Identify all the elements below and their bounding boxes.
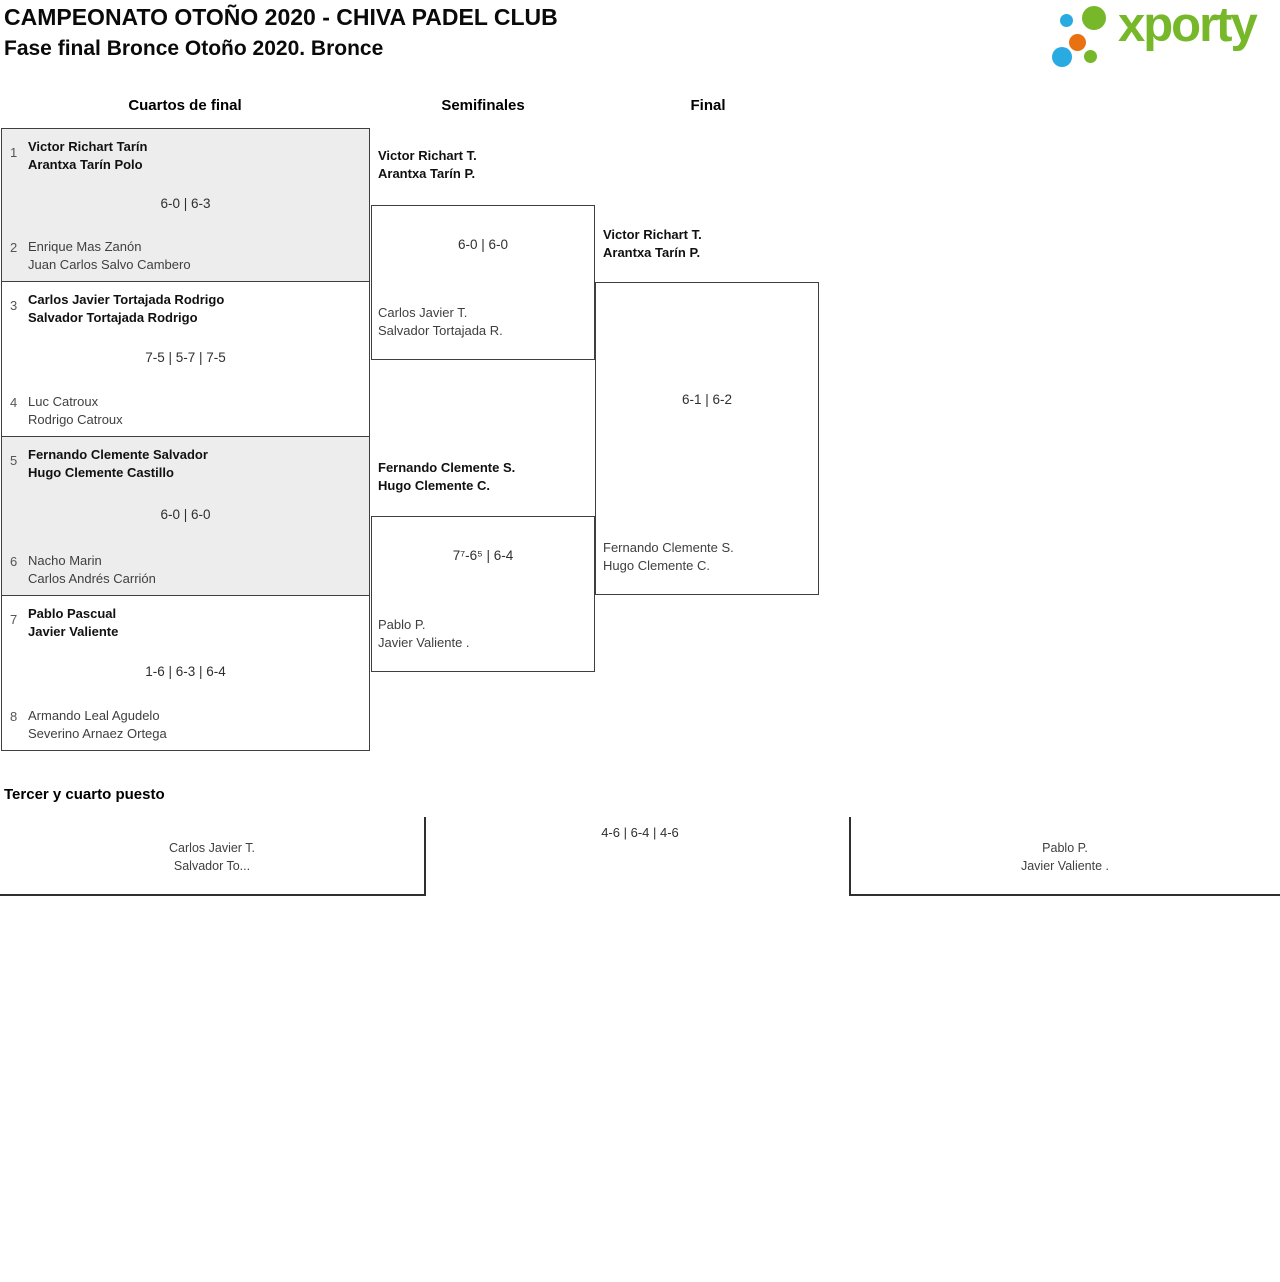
qf2-team-top: Carlos Javier Tortajada Rodrigo Salvador… <box>28 291 224 327</box>
sf2-team-bottom-player2: Javier Valiente . <box>378 635 470 650</box>
round-header-semifinals: Semifinales <box>441 97 525 114</box>
final-match-box <box>595 282 819 595</box>
sf1-team-bottom-player2: Salvador Tortajada R. <box>378 323 503 338</box>
sf-match-1-box <box>371 205 595 360</box>
sf1-team-top: Victor Richart T. Arantxa Tarín P. <box>378 147 477 183</box>
qf3-team-bottom-player1: Nacho Marin <box>28 553 102 568</box>
qf1-team-top-player2: Arantxa Tarín Polo <box>28 157 143 172</box>
final-team-bottom-player1: Fernando Clemente S. <box>603 540 734 555</box>
qf4-score: 1-6 | 6-3 | 6-4 <box>145 664 226 679</box>
third-place-title: Tercer y cuarto puesto <box>4 786 165 803</box>
qf2-team-top-player1: Carlos Javier Tortajada Rodrigo <box>28 292 225 307</box>
third-place-team-right-player1: Pablo P. <box>1042 841 1088 855</box>
final-team-top-player1: Victor Richart T. <box>603 227 702 242</box>
page-subtitle: Fase final Bronce Otoño 2020. Bronce <box>4 37 384 60</box>
qf-match-1-box: 1 Victor Richart Tarín Arantxa Tarín Pol… <box>1 128 370 282</box>
sf1-score: 6-0 | 6-0 <box>457 237 509 252</box>
qf4-seed-top: 7 <box>10 612 18 627</box>
qf1-team-bottom-player2: Juan Carlos Salvo Cambero <box>28 257 191 272</box>
final-team-top: Victor Richart T. Arantxa Tarín P. <box>603 226 702 262</box>
qf4-team-bottom: Armando Leal Agudelo Severino Arnaez Ort… <box>28 707 167 743</box>
qf2-team-top-player2: Salvador Tortajada Rodrigo <box>28 310 198 325</box>
logo-dot-orange-icon <box>1069 34 1086 51</box>
sf2-team-top-player2: Hugo Clemente C. <box>378 478 490 493</box>
qf2-team-bottom-player2: Rodrigo Catroux <box>28 412 123 427</box>
qf3-team-top: Fernando Clemente Salvador Hugo Clemente… <box>28 446 208 482</box>
round-header-final: Final <box>690 97 726 114</box>
qf1-seed-bottom: 2 <box>10 240 18 255</box>
final-team-top-player2: Arantxa Tarín P. <box>603 245 701 260</box>
third-place-team-right-player2: Javier Valiente . <box>1020 859 1109 873</box>
sf2-team-bottom-player1: Pablo P. <box>378 617 426 632</box>
third-place-team-left: Carlos Javier T. Salvador To... <box>0 839 424 875</box>
logo-dot-blue-large-icon <box>1052 47 1072 67</box>
final-team-bottom-player2: Hugo Clemente C. <box>603 558 710 573</box>
qf1-team-bottom-player1: Enrique Mas Zanón <box>28 239 142 254</box>
qf-match-2-box: 3 Carlos Javier Tortajada Rodrigo Salvad… <box>1 281 370 437</box>
qf-match-4-box: 7 Pablo Pascual Javier Valiente 1-6 | 6-… <box>1 595 370 751</box>
qf1-team-top: Victor Richart Tarín Arantxa Tarín Polo <box>28 138 147 174</box>
final-score: 6-1 | 6-2 <box>681 392 733 407</box>
qf1-score: 6-0 | 6-3 <box>160 196 211 211</box>
qf4-team-bottom-player2: Severino Arnaez Ortega <box>28 726 167 741</box>
sf1-team-top-player2: Arantxa Tarín P. <box>378 166 476 181</box>
final-team-bottom: Fernando Clemente S. Hugo Clemente C. <box>603 539 734 575</box>
qf2-team-bottom-player1: Luc Catroux <box>28 394 99 409</box>
qf3-team-top-player1: Fernando Clemente Salvador <box>28 447 208 462</box>
qf2-seed-bottom: 4 <box>10 395 18 410</box>
sf2-team-top-player1: Fernando Clemente S. <box>378 460 516 475</box>
logo-dot-green-small-icon <box>1084 50 1097 63</box>
sf2-team-top: Fernando Clemente S. Hugo Clemente C. <box>378 459 515 495</box>
third-place-team-left-player2: Salvador To... <box>173 859 251 873</box>
sf-match-2-box <box>371 516 595 672</box>
third-place-team-right: Pablo P. Javier Valiente . <box>850 839 1280 875</box>
qf3-score: 6-0 | 6-0 <box>160 507 211 522</box>
qf2-score: 7-5 | 5-7 | 7-5 <box>145 350 226 365</box>
qf3-team-bottom: Nacho Marin Carlos Andrés Carrión <box>28 552 156 588</box>
xporty-logo[interactable]: xporty <box>1050 0 1278 67</box>
logo-wordmark: xporty <box>1118 0 1258 52</box>
qf3-team-top-player2: Hugo Clemente Castillo <box>28 465 174 480</box>
qf1-team-top-player1: Victor Richart Tarín <box>28 139 148 154</box>
qf4-team-bottom-player1: Armando Leal Agudelo <box>28 708 160 723</box>
third-place-team-left-player1: Carlos Javier T. <box>169 841 255 855</box>
round-header-quarterfinals: Cuartos de final <box>128 97 242 114</box>
qf2-seed-top: 3 <box>10 298 18 313</box>
sf2-team-bottom: Pablo P. Javier Valiente . <box>378 616 470 652</box>
qf4-team-top-player1: Pablo Pascual <box>28 606 117 621</box>
qf4-seed-bottom: 8 <box>10 709 18 724</box>
third-place-line-left-vertical <box>424 817 426 896</box>
sf1-team-bottom: Carlos Javier T. Salvador Tortajada R. <box>378 304 503 340</box>
logo-dot-blue-small-icon <box>1060 14 1073 27</box>
third-place-line-right-horizontal <box>849 894 1280 896</box>
qf4-team-top: Pablo Pascual Javier Valiente <box>28 605 118 641</box>
third-place-score: 4-6 | 6-4 | 4-6 <box>601 825 679 840</box>
qf3-seed-bottom: 6 <box>10 554 18 569</box>
sf2-score: 7⁷-6⁵ | 6-4 <box>452 548 514 563</box>
qf3-team-bottom-player2: Carlos Andrés Carrión <box>28 571 156 586</box>
qf1-team-bottom: Enrique Mas Zanón Juan Carlos Salvo Camb… <box>28 238 191 274</box>
qf3-seed-top: 5 <box>10 453 18 468</box>
third-place-line-left-horizontal <box>0 894 426 896</box>
logo-dot-green-large-icon <box>1082 6 1106 30</box>
qf1-seed-top: 1 <box>10 145 18 160</box>
third-place-line-right-vertical <box>849 817 851 896</box>
sf1-team-bottom-player1: Carlos Javier T. <box>378 305 468 320</box>
qf2-team-bottom: Luc Catroux Rodrigo Catroux <box>28 393 123 429</box>
page-title: CAMPEONATO OTOÑO 2020 - CHIVA PADEL CLUB <box>4 4 558 30</box>
qf4-team-top-player2: Javier Valiente <box>28 624 119 639</box>
sf1-team-top-player1: Victor Richart T. <box>378 148 477 163</box>
qf-match-3-box: 5 Fernando Clemente Salvador Hugo Clemen… <box>1 436 370 596</box>
